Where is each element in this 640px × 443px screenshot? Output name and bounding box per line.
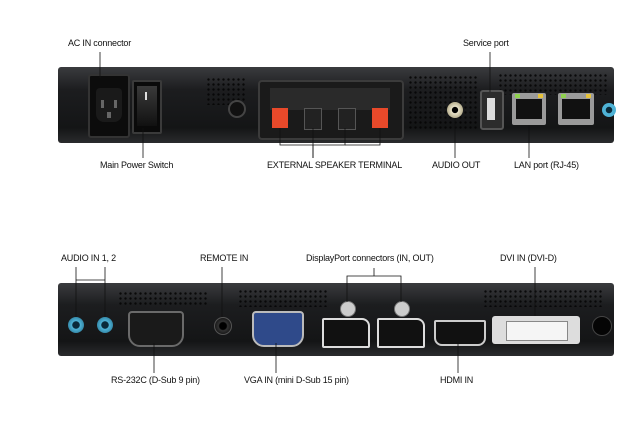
label-vga-in: VGA IN (mini D-Sub 15 pin) xyxy=(244,375,349,385)
audio-in-2-jack[interactable] xyxy=(97,317,113,333)
rs232c-port[interactable] xyxy=(128,311,184,347)
speaker-terminal-black[interactable] xyxy=(338,108,356,130)
lan-port-1[interactable] xyxy=(512,93,546,125)
service-port[interactable] xyxy=(480,90,504,130)
vent-grille xyxy=(483,289,603,307)
hdmi-in-port[interactable] xyxy=(434,320,486,346)
label-remote-in: REMOTE IN xyxy=(200,253,249,263)
displayport-out[interactable] xyxy=(377,318,425,348)
label-lan-port: LAN port (RJ-45) xyxy=(514,160,579,170)
screw-icon xyxy=(394,301,410,317)
audio-out-jack[interactable] xyxy=(447,102,463,118)
label-service-port: Service port xyxy=(463,38,509,48)
screw-icon xyxy=(340,301,356,317)
remote-in-jack[interactable] xyxy=(214,317,232,335)
label-hdmi-in: HDMI IN xyxy=(440,375,474,385)
speaker-terminal-red[interactable] xyxy=(272,108,288,128)
audio-in-1-jack[interactable] xyxy=(68,317,84,333)
vent-grille xyxy=(238,289,328,307)
speaker-terminal-red[interactable] xyxy=(372,108,388,128)
label-ac-in: AC IN connector xyxy=(68,38,132,48)
vga-in-port[interactable] xyxy=(252,311,304,347)
label-rs232c: RS-232C (D-Sub 9 pin) xyxy=(111,375,200,385)
displayport-in[interactable] xyxy=(322,318,370,348)
vent-grille xyxy=(118,291,208,307)
dvi-in-port[interactable] xyxy=(492,316,580,344)
main-power-switch[interactable] xyxy=(132,80,162,134)
lan-port-2[interactable] xyxy=(558,93,594,125)
ac-in-connector xyxy=(88,74,130,138)
label-audio-in: AUDIO IN 1, 2 xyxy=(61,253,116,263)
screw-icon xyxy=(228,100,246,118)
label-audio-out: AUDIO OUT xyxy=(432,160,481,170)
label-power-switch: Main Power Switch xyxy=(100,160,174,170)
label-speaker-terminal: EXTERNAL SPEAKER TERMINAL xyxy=(267,160,403,170)
knob-icon xyxy=(592,316,612,336)
label-dvi-in: DVI IN (DVI-D) xyxy=(500,253,557,263)
label-displayport: DisplayPort connectors (IN, OUT) xyxy=(306,253,434,263)
audio-jack-blue[interactable] xyxy=(602,103,616,117)
vent-grille xyxy=(408,75,478,130)
vent-grille xyxy=(498,73,608,95)
